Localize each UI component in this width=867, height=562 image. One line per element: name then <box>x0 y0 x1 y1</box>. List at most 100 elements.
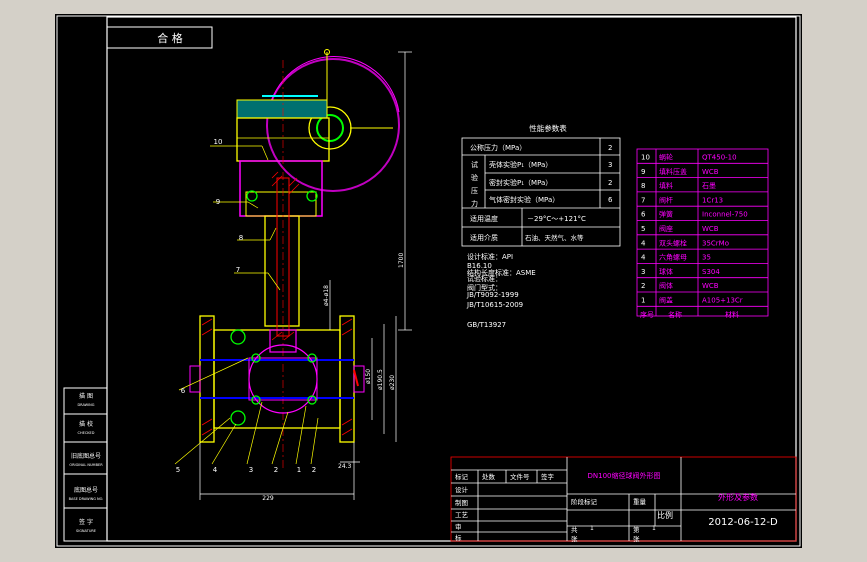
parts-cell-name: 球体 <box>659 267 673 276</box>
perf-row-5-label: 适用介质 <box>470 233 498 242</box>
parts-cell-name: 弹簧 <box>659 210 673 219</box>
perf-group-0: 试 <box>471 160 478 169</box>
right-port <box>353 365 365 393</box>
perf-group-3: 力 <box>471 199 478 208</box>
stem-head <box>269 329 297 353</box>
callout-6: 6 <box>181 387 186 395</box>
parts-cell-material: Inconnel-750 <box>702 211 748 219</box>
parts-cell-name: 阀盖 <box>659 296 673 305</box>
parts-cell-material: WCB <box>702 225 719 233</box>
callout-10: 10 <box>214 138 223 146</box>
callout-1: 1 <box>297 466 301 474</box>
handwheel-circle <box>266 58 400 192</box>
tb-page-label: 第 <box>633 525 640 534</box>
left-port <box>189 365 201 393</box>
tb-row-review: 审 <box>455 522 462 531</box>
bolts <box>230 190 318 426</box>
parts-header-material: 材料 <box>725 310 739 319</box>
perf-row-3-label: 气体密封实验（MPa） <box>489 195 559 204</box>
title-block: 标记 处数 文件号 签字 设计 制图 工艺 审 标 阶段标记 重量 比例 共 1… <box>450 456 797 543</box>
perf-note-6: GB/T13927 <box>467 321 506 329</box>
parts-cell-name: 阀杆 <box>659 195 673 204</box>
parts-cell-no: 5 <box>641 225 645 233</box>
tb-header-2: 文件号 <box>510 472 530 481</box>
parts-cell-material: WCB <box>702 282 719 290</box>
perf-row-3-value: 6 <box>608 196 613 204</box>
callout-2a: 2 <box>274 466 278 474</box>
parts-cell-material: 1Cr13 <box>702 196 723 204</box>
perf-note-7: JB/T10615-2009 <box>466 301 523 309</box>
parts-cell-no: 9 <box>641 168 645 176</box>
parts-cell-material: WCB <box>702 168 719 176</box>
perf-row-5-value: 石油、天然气、水等 <box>525 233 584 242</box>
parts-cell-name: 双头螺栓 <box>659 238 687 247</box>
parts-cell-material: 35CrMo <box>702 239 729 247</box>
side-sublabel-original: ORIGINAL NUMBER <box>69 463 103 467</box>
perf-row-1-value: 3 <box>608 161 612 169</box>
perf-row-2-value: 2 <box>608 179 612 187</box>
tb-scale: 比例 <box>657 510 673 520</box>
parts-header-no: 序号 <box>640 310 654 319</box>
dim-dia-large: ø230 <box>389 375 396 390</box>
gearbox-cap <box>236 99 328 119</box>
qualified-box <box>106 26 213 49</box>
perf-row-4-value: －29°C～+121°C <box>527 215 586 223</box>
perf-row-0-label: 公称压力（MPa） <box>470 143 526 152</box>
parts-cell-name: 阀体 <box>659 281 673 290</box>
tb-header-1: 处数 <box>482 472 496 481</box>
callout-8: 8 <box>239 234 243 242</box>
parts-cell-material: A105+13Cr <box>702 297 743 305</box>
hub-inner <box>316 114 344 142</box>
dim-height: 1700 <box>398 253 405 268</box>
perf-table-title: 性能参数表 <box>529 123 567 133</box>
parts-cell-no: 4 <box>641 239 646 247</box>
callout-4: 4 <box>213 466 218 474</box>
parts-cell-no: 1 <box>641 297 645 305</box>
perf-note-0: 设计标准：API <box>467 252 513 261</box>
side-sublabel-checked: CHECKED <box>78 431 95 435</box>
dim-length: 229 <box>262 495 274 502</box>
tb-row-process: 工艺 <box>455 511 469 519</box>
side-label-checked: 描 校 <box>79 420 93 428</box>
parts-cell-name: 六角螺母 <box>659 253 687 262</box>
side-sublabel-base: BASE DRAWING NO. <box>69 497 104 501</box>
side-label-signature: 签 字 <box>79 518 93 526</box>
callout-3: 3 <box>249 466 253 474</box>
parts-cell-name: 阀座 <box>659 224 673 233</box>
perf-row-1-label: 壳体实验P₁（MPa） <box>489 160 552 169</box>
dim-dia-mid: ø190.5 <box>377 369 384 390</box>
parts-cell-no: 2 <box>641 282 645 290</box>
dim-small-a: ø4-ø18 <box>323 285 330 306</box>
parts-cell-name: 填料压盖 <box>659 167 687 176</box>
parts-cell-material: S304 <box>702 268 720 276</box>
handwheel-rim <box>267 56 400 119</box>
parts-header-name: 名称 <box>668 310 682 319</box>
tb-sheet-label: 张 <box>571 534 578 543</box>
perf-row-4-label: 适用温度 <box>470 214 498 223</box>
callout-2b: 2 <box>312 466 316 474</box>
callout-9: 9 <box>216 198 220 206</box>
perf-note-3: 阀门型式： <box>467 283 502 292</box>
callout-leaders <box>174 145 319 465</box>
tb-row-design: 设计 <box>455 485 469 494</box>
performance-table: 性能参数表 公称压力（MPa） 2 壳体实验P₁（MPa） 3 密封实验P₁（M… <box>461 123 621 329</box>
tb-code: 2012-06-12-D <box>708 517 778 528</box>
parts-cell-material: 石墨 <box>702 182 716 190</box>
tb-sheet-title: 外形及参数 <box>718 492 758 502</box>
outer-frame <box>56 15 801 547</box>
parts-cell-no: 4 <box>641 254 646 262</box>
drawing-canvas <box>55 14 802 548</box>
tb-row-draw: 制图 <box>455 498 468 507</box>
dim-small-b: 24.3 <box>338 463 352 470</box>
parts-cell-no: 6 <box>641 211 646 219</box>
perf-group-1: 验 <box>471 173 478 182</box>
parts-cell-name: 蜗轮 <box>659 153 673 162</box>
perf-row-2-label: 密封实验P₁（MPa） <box>489 178 552 187</box>
ball-bore <box>248 357 318 401</box>
handwheel-pin <box>324 49 330 55</box>
dim-dia-small: ø150 <box>365 369 372 384</box>
dimension-lines <box>199 51 412 500</box>
tb-page-sheet: 张 <box>633 534 640 543</box>
tb-header-3: 签字 <box>541 472 555 481</box>
